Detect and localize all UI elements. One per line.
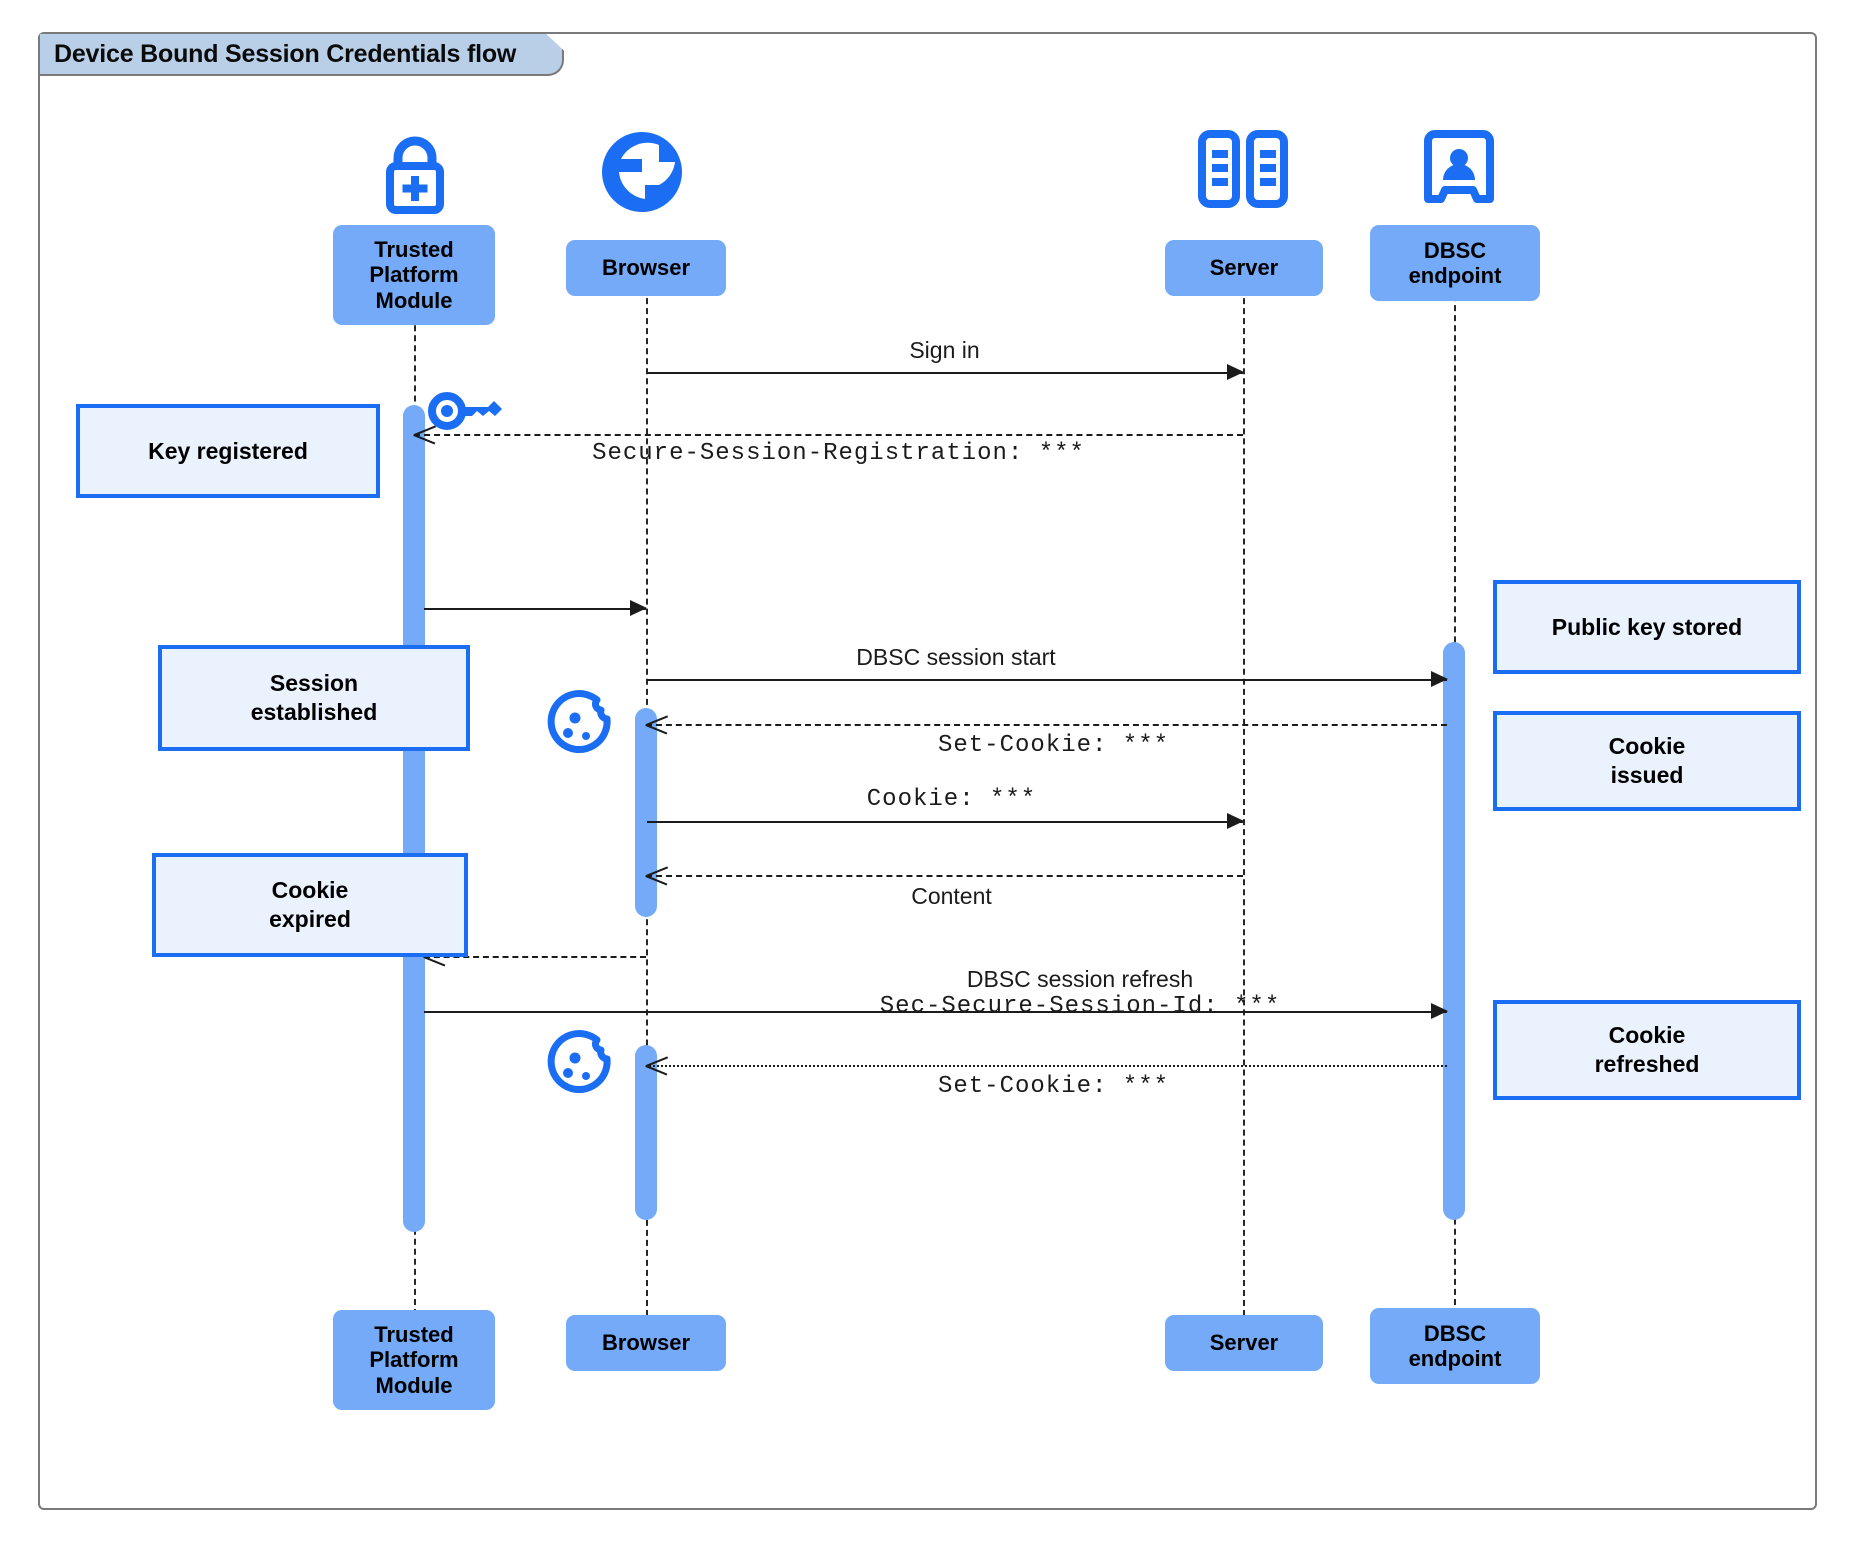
arrowhead-right-icon [1227,364,1244,380]
arrowhead-right-icon [1431,671,1448,687]
participant-dbsc-label-l2: endpoint [1408,263,1502,288]
message-label-secure-session-registration: Secure-Session-Registration: *** [434,440,1243,467]
note-cookie-expired: Cookie expired [152,853,468,957]
participant-tpm-label-l3: Module [375,287,453,313]
cookie-icon [545,690,617,762]
note-text-l2: expired [269,906,351,932]
key-icon [426,385,506,437]
message-label-text-l2: Sec-Secure-Session-Id: *** [879,993,1281,1020]
padlock-plus-icon [370,128,460,216]
participant-tpm-bottom[interactable]: Trusted Platform Module [333,1310,495,1410]
arrowhead-right-icon [1227,813,1244,829]
participant-browser-top[interactable]: Browser [566,240,726,296]
participant-browser-label: Browser [601,255,691,281]
diagram-title-tab: Device Bound Session Credentials flow [40,34,564,76]
note-cookie-issued: Cookie issued [1493,711,1801,811]
note-text-l2: refreshed [1594,1051,1700,1077]
id-badge-icon [1424,130,1494,210]
participant-tpm-label-l3: Module [375,1372,453,1398]
participant-dbsc-label-l1: DBSC [1423,237,1487,263]
participant-tpm-label-l2: Platform [369,262,459,288]
participant-server-top[interactable]: Server [1165,240,1323,296]
message-label-text: Sign in [909,337,980,363]
activation-bar-dbsc [1443,642,1465,1220]
participant-dbsc-label-l2: endpoint [1408,1346,1502,1371]
note-key-registered: Key registered [76,404,380,498]
message-label-dbsc-session-start: DBSC session start [646,644,1266,671]
participant-tpm-label-l2: Platform [369,1347,459,1373]
message-label-set-cookie-2: Set-Cookie: *** [660,1073,1447,1100]
note-text-l1: Session [269,670,359,697]
message-label-text: Cookie: *** [866,786,1037,813]
activation-bar-browser-2 [635,1045,657,1220]
message-label-text: Secure-Session-Registration: *** [592,440,1085,467]
page-title: Device Bound Session Credentials flow [54,39,517,68]
participant-tpm-top[interactable]: Trusted Platform Module [333,225,495,325]
note-text-l1: Cookie [1608,733,1686,760]
note-text: Public key stored [1551,613,1743,640]
message-label-text: DBSC session start [856,644,1056,670]
arrowhead-right-icon [1431,1003,1448,1019]
participant-browser-label: Browser [601,1330,691,1356]
globe-icon [596,126,688,218]
message-label-text: Set-Cookie: *** [937,732,1170,759]
note-text-l1: Cookie [1608,1022,1686,1049]
participant-server-label: Server [1209,255,1279,281]
note-text: Key registered [148,437,308,464]
message-label-cookie: Cookie: *** [660,786,1243,813]
arrowhead-right-icon [630,600,647,616]
note-text-l1: Cookie [271,877,349,904]
participant-browser-bottom[interactable]: Browser [566,1315,726,1371]
note-public-key-stored: Public key stored [1493,580,1801,674]
message-label-dbsc-session-refresh: DBSC session refresh Sec-Secure-Session-… [700,966,1460,1020]
participant-tpm-label-l1: Trusted [374,1322,454,1348]
activation-bar-tpm [403,405,425,1232]
participant-dbsc-bottom[interactable]: DBSC endpoint [1370,1308,1540,1384]
message-label-text-l1: DBSC session refresh [966,966,1194,992]
note-session-established: Session established [158,645,470,751]
message-label-set-cookie-1: Set-Cookie: *** [660,732,1447,759]
message-label-content: Content [660,883,1243,910]
message-label-text: Content [911,883,992,909]
activation-bar-browser-1 [635,708,657,917]
note-cookie-refreshed: Cookie refreshed [1493,1000,1801,1100]
participant-tpm-label-l1: Trusted [374,237,454,263]
cookie-icon [545,1030,617,1102]
participant-dbsc-label-l1: DBSC [1423,1320,1487,1346]
message-label-text: Set-Cookie: *** [937,1073,1170,1100]
note-text-l2: issued [1610,762,1684,788]
message-label-sign-in: Sign in [646,337,1243,364]
participant-server-label: Server [1209,1330,1279,1356]
participant-server-bottom[interactable]: Server [1165,1315,1323,1371]
server-racks-icon [1196,130,1290,210]
participant-dbsc-top[interactable]: DBSC endpoint [1370,225,1540,301]
lifeline-server [1243,248,1245,1316]
note-text-l2: established [250,699,378,725]
